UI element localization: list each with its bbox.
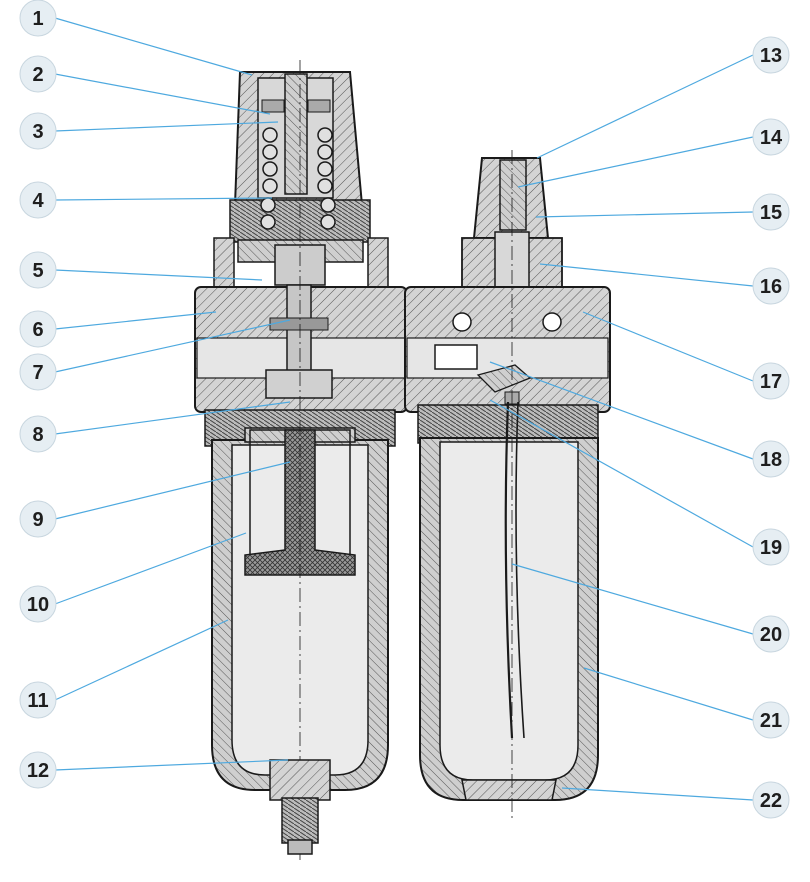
lubricator-unit [404,150,611,820]
filter-regulator-unit [194,60,408,860]
callout-12: 12 [19,751,57,789]
callout-9: 9 [19,500,57,538]
callout-number: 8 [32,424,43,446]
callout-5: 5 [19,251,57,289]
callout-7: 7 [19,353,57,391]
callout-circle [19,181,57,219]
callout-number: 7 [32,362,43,384]
callout-circle [752,193,790,231]
callout-number: 6 [32,319,43,341]
callout-14: 14 [752,118,790,156]
callout-circle [752,36,790,74]
callout-number: 16 [760,276,782,298]
callout-1: 1 [19,0,57,37]
callout-number: 4 [32,190,44,212]
callout-number: 3 [32,121,43,143]
callout-number: 17 [760,371,782,393]
callout-number: 22 [760,790,782,812]
callout-circle [752,118,790,156]
callout-number: 12 [27,760,49,782]
callout-21: 21 [752,701,790,739]
callout-number: 15 [760,202,782,224]
callout-circle [752,701,790,739]
callout-number: 20 [760,624,782,646]
callout-number: 5 [32,260,43,282]
callout-number: 21 [760,710,782,732]
callout-number: 2 [32,64,43,86]
callout-circle [19,112,57,150]
callout-circle [19,500,57,538]
callout-number: 14 [760,127,783,149]
callout-circle [19,310,57,348]
callout-number: 11 [27,690,48,712]
callout-number: 18 [760,449,782,471]
callout-circle [752,267,790,305]
callout-22: 22 [752,781,790,819]
callout-16: 16 [752,267,790,305]
callout-circle [19,585,57,623]
callout-number: 1 [32,8,43,30]
callout-3: 3 [19,112,57,150]
callout-circle [19,0,57,37]
callout-17: 17 [752,362,790,400]
callout-11: 11 [19,681,57,719]
callout-circle [752,440,790,478]
callout-6: 6 [19,310,57,348]
callout-circle [752,362,790,400]
callout-circle [19,751,57,789]
callout-circle [19,353,57,391]
callout-number: 19 [760,537,782,559]
callout-circle [19,415,57,453]
callout-number: 13 [760,45,782,67]
callout-18: 18 [752,440,790,478]
callout-number: 9 [32,509,43,531]
callout-circle [752,528,790,566]
callout-15: 15 [752,193,790,231]
callout-circle [19,681,57,719]
callout-4: 4 [19,181,57,219]
callout-8: 8 [19,415,57,453]
leader-lines [54,17,754,801]
callout-2: 2 [19,55,57,93]
callout-circle [19,55,57,93]
callout-20: 20 [752,615,790,653]
callout-19: 19 [752,528,790,566]
callout-10: 10 [19,585,57,623]
callout-13: 13 [752,36,790,74]
callout-circle [752,781,790,819]
callout-circle [19,251,57,289]
callout-circle [752,615,790,653]
callout-number: 10 [27,594,49,616]
